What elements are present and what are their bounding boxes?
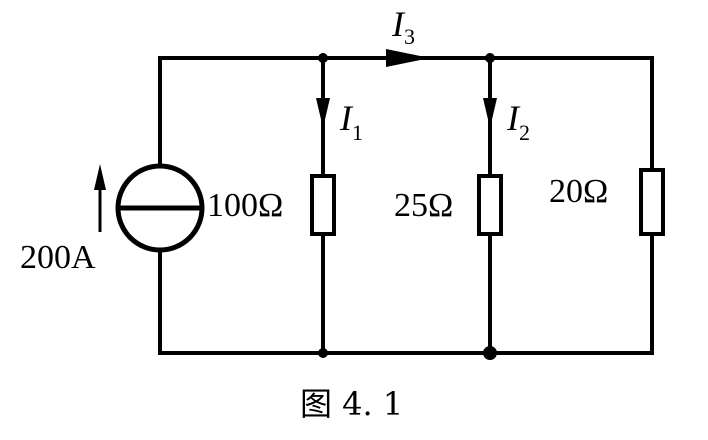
resistor-20 xyxy=(639,168,665,236)
i3-arrow-head xyxy=(386,49,430,67)
i3-subscript: 3 xyxy=(404,24,415,49)
node-bottom-1 xyxy=(318,348,328,358)
source-label: 200A xyxy=(20,239,96,276)
nodes xyxy=(318,53,497,360)
current-source-circle xyxy=(115,163,205,253)
source-arrow-head xyxy=(94,164,106,190)
i2-subscript: 2 xyxy=(519,120,530,145)
resistor-label-100: 100Ω xyxy=(207,187,283,224)
i1-subscript: 1 xyxy=(352,120,363,145)
i1-label: I1 xyxy=(339,98,363,145)
resistors xyxy=(310,168,665,236)
resistor-label-25: 25Ω xyxy=(394,187,453,224)
current-source xyxy=(115,163,205,253)
i1-symbol: I xyxy=(339,98,354,138)
i2-symbol: I xyxy=(506,98,521,138)
node-top-1 xyxy=(318,53,328,63)
node-bottom-2 xyxy=(483,346,497,360)
node-top-2 xyxy=(485,53,495,63)
source-arrow xyxy=(94,164,106,232)
resistor-label-20: 20Ω xyxy=(549,173,608,210)
i2-arrow-head xyxy=(483,98,497,128)
resistor-25 xyxy=(477,174,503,236)
i3-label: I3 xyxy=(391,4,415,49)
figure-caption: 图 4. 1 xyxy=(300,385,403,423)
i1-arrow-head xyxy=(316,98,330,128)
i3-symbol: I xyxy=(391,4,406,44)
resistor-100 xyxy=(310,174,336,236)
i2-label: I2 xyxy=(506,98,530,145)
